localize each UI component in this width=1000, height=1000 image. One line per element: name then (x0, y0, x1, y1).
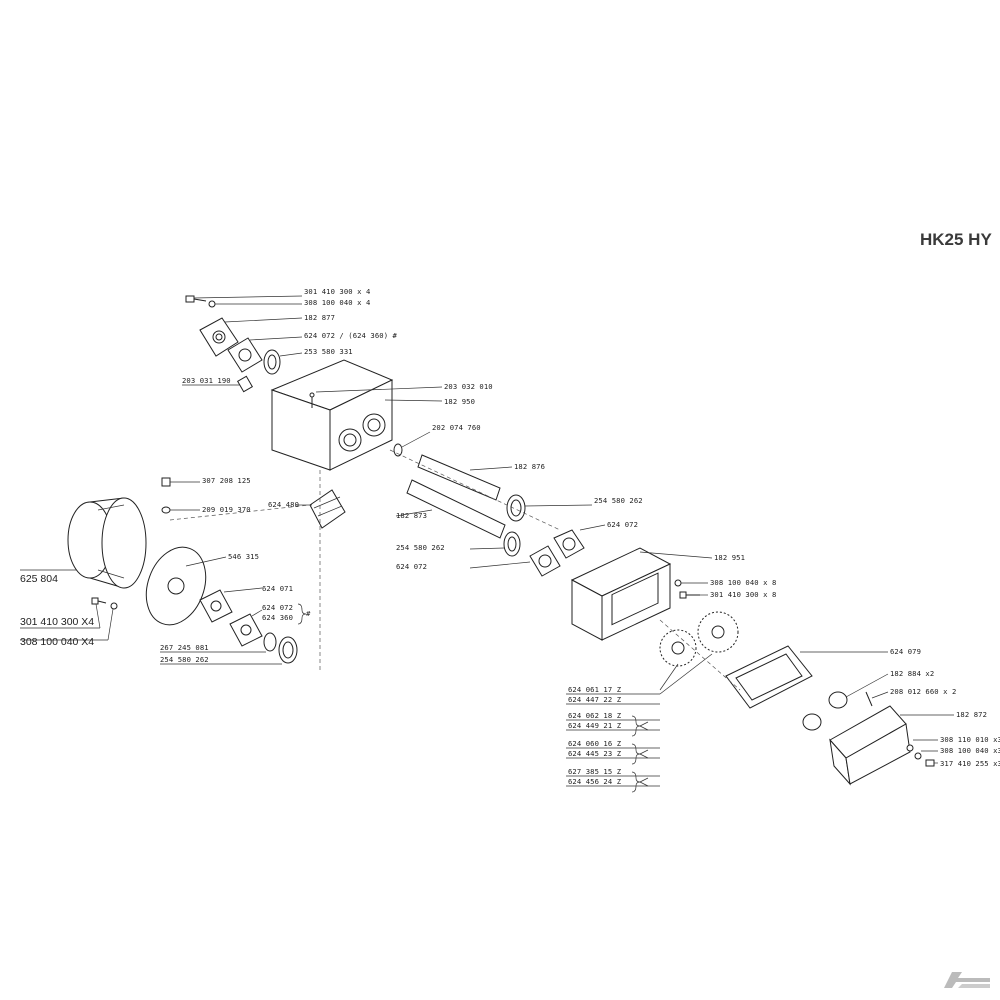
washer-top (208, 300, 216, 308)
label-182873: 182 873 (396, 511, 427, 520)
assembly-centerlines (169, 449, 741, 691)
label-253580331: 253 580 331 (304, 347, 353, 356)
rotor-flange-546315 (145, 546, 227, 626)
bevel-gear-624480 (296, 489, 346, 529)
bearing-254580262-left (160, 636, 298, 665)
label-625804: 625 804 (20, 573, 58, 585)
label-624071: 624 071 (262, 584, 293, 593)
nut-307208125 (161, 477, 200, 487)
k-logo-icon (944, 972, 990, 988)
label-gear-624447: 624 447 22 Z (568, 695, 622, 704)
gear-list-leaders (566, 693, 660, 787)
label-182884x2: 182 884 x2 (890, 669, 934, 678)
label-182876: 182 876 (514, 462, 545, 471)
label-267245081: 267 245 081 (160, 643, 209, 652)
bolt-301410300X4 (20, 597, 107, 629)
label-546315: 546 315 (228, 552, 259, 561)
label-gear-624060: 624 060 16 Z (568, 739, 622, 748)
bolt-top (185, 295, 207, 303)
bearing-254580262-upper (506, 494, 593, 522)
label-624360: 624 360 (262, 613, 293, 622)
washer-308100040X4 (20, 602, 118, 641)
gearbox-housing-182951 (570, 547, 713, 641)
label-182872: 182 872 (956, 710, 987, 719)
label-gear-624449: 624 449 21 Z (568, 721, 622, 730)
label-203031190: 203 031 190 (182, 376, 231, 385)
label-308100040x8: 308 100 040 x 8 (710, 578, 776, 587)
label-209019370: 209 019 370 (202, 505, 251, 514)
label-317410255x3: 317 410 255 x3 (940, 759, 1000, 768)
label-202074760: 202 074 760 (432, 423, 481, 432)
gasket-624072-middle (469, 524, 606, 577)
gasket-624072-top (227, 337, 263, 373)
label-gear-624445: 624 445 23 Z (568, 749, 622, 758)
bushing-182884 (802, 673, 889, 731)
label-624480: 624 480 (268, 500, 299, 509)
label-624072-middle: 624 072 (607, 520, 638, 529)
label-208012660x2: 208 012 660 x 2 (890, 687, 956, 696)
label-624079: 624 079 (890, 647, 921, 656)
gear-group-braces (297, 603, 649, 793)
diagram-title: HK25 HY (920, 230, 992, 249)
label-624072-left: 624 072 (262, 603, 293, 612)
flange-624071 (199, 587, 263, 623)
label-624072-gasket: 624 072 (396, 562, 427, 571)
label-hash: # (306, 609, 311, 618)
label-182877: 182 877 (304, 313, 335, 322)
label-301410300x8: 301 410 300 x 8 (710, 590, 776, 599)
label-182951: 182 951 (714, 553, 745, 562)
bearing-253580331 (263, 349, 281, 375)
label-301410300X4: 301 410 300 X4 (20, 616, 94, 628)
cover-fasteners (906, 739, 938, 767)
label-254580262-left: 254 580 262 (160, 655, 209, 664)
label-308100040x3: 308 100 040 x3 (940, 746, 1000, 755)
bearing-254580262-lower (469, 531, 521, 557)
spur-gear-pair (659, 611, 739, 695)
top-flange-assembly (182, 295, 303, 393)
bolt-301410300x8 (679, 591, 708, 599)
label-624072-624360: 624 072 / (624 360) # (304, 331, 398, 340)
label-gear-627385: 627 385 15 Z (568, 767, 622, 776)
label-182950: 182 950 (444, 397, 475, 406)
label-308100040X4: 308 100 040 X4 (20, 636, 94, 648)
label-307208125: 307 208 125 (202, 476, 251, 485)
shaft-182873 (395, 479, 506, 539)
plug-203031190 (236, 375, 254, 393)
flange-182877 (199, 317, 239, 357)
label-308110010x3: 308 110 010 x3 (940, 735, 1000, 744)
rotor-drum-625804 (20, 497, 147, 589)
shaft-182876 (417, 454, 513, 501)
seal-267245081 (160, 632, 277, 653)
washer-308100040x8 (674, 579, 708, 587)
washer-209019370 (161, 506, 200, 514)
gasket-624072-lower (229, 609, 263, 647)
pin-208012660 (865, 691, 889, 707)
part-number-labels: 301 410 300 x 4 308 100 040 x 4 182 877 … (20, 287, 1000, 786)
oring-202074760 (393, 431, 431, 457)
label-254580262-lower: 254 580 262 (396, 543, 445, 552)
label-254580262-upper: 254 580 262 (594, 496, 643, 505)
label-gear-624456: 624 456 24 Z (568, 777, 622, 786)
label-gear-624062: 624 062 18 Z (568, 711, 622, 720)
gasket-624079 (725, 645, 888, 709)
label-308100040x4: 308 100 040 x 4 (304, 298, 370, 307)
label-203032010: 203 032 010 (444, 382, 493, 391)
label-gear-624061: 624 061 17 Z (568, 685, 622, 694)
cover-182872 (829, 705, 954, 786)
gearbox-housing-182950 (270, 359, 443, 471)
label-301410300x4: 301 410 300 x 4 (304, 287, 370, 296)
